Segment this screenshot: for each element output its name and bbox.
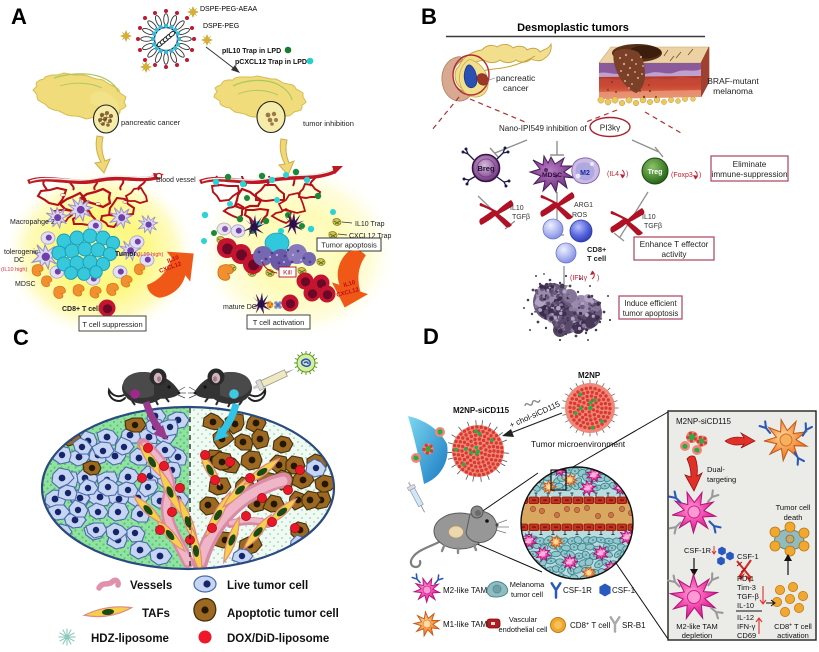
svg-text:melanoma: melanoma: [713, 86, 753, 96]
svg-text:(IFNγ: (IFNγ: [570, 275, 588, 282]
svg-text:Apoptotic tumor cell: Apoptotic tumor cell: [227, 608, 339, 620]
svg-text:CXCL12: CXCL12: [336, 287, 360, 299]
svg-text:DOX/DiD-liposome: DOX/DiD-liposome: [227, 633, 329, 645]
svg-text:CD8+ T cell: CD8+ T cell: [570, 621, 611, 630]
svg-text:Enhance T effector: Enhance T effector: [640, 240, 709, 249]
svg-text:(IL10 high): (IL10 high): [1, 267, 27, 273]
svg-text:M2-like TAM: M2-like TAM: [443, 586, 487, 595]
svg-text:DSPE-PEG-AEAA: DSPE-PEG-AEAA: [200, 6, 258, 13]
svg-text:tumor inhibition: tumor inhibition: [303, 119, 354, 128]
svg-text:Dual-: Dual-: [707, 465, 725, 474]
svg-text:death: death: [784, 513, 803, 522]
svg-text:Live tumor cell: Live tumor cell: [227, 580, 308, 592]
svg-text:Induce efficient: Induce efficient: [624, 299, 677, 308]
svg-text:IL-10: IL-10: [737, 601, 754, 610]
svg-text:CD69: CD69: [737, 631, 756, 640]
svg-text:M2-like TAM: M2-like TAM: [676, 622, 717, 631]
svg-text:activity: activity: [661, 250, 687, 259]
svg-text:tolerogenic: tolerogenic: [4, 249, 39, 256]
svg-text:): ): [626, 171, 628, 178]
svg-text:M1-like TAM: M1-like TAM: [443, 620, 487, 629]
svg-text:Vascular: Vascular: [509, 615, 538, 624]
svg-text:IL10: IL10: [510, 205, 524, 212]
svg-text:T cell activation: T cell activation: [253, 318, 305, 327]
svg-text:Desmoplastic tumors: Desmoplastic tumors: [517, 22, 629, 34]
svg-text:T cell suppression: T cell suppression: [82, 320, 142, 329]
svg-text:TGF-β: TGF-β: [737, 592, 759, 601]
svg-text:Vessels: Vessels: [130, 580, 172, 592]
svg-text:M2NP-siCD115: M2NP-siCD115: [453, 406, 510, 415]
svg-text:(Foxp3: (Foxp3: [671, 172, 693, 179]
svg-text:M2: M2: [580, 170, 590, 177]
svg-text:CSF-1R: CSF-1R: [684, 546, 712, 555]
svg-text:immune-suppression: immune-suppression: [712, 170, 788, 179]
svg-text:Tumor: Tumor: [115, 251, 137, 258]
svg-text:M2NP: M2NP: [578, 371, 601, 380]
svg-text:HDZ-liposome: HDZ-liposome: [91, 633, 169, 645]
svg-text:CSF-1R: CSF-1R: [563, 586, 592, 595]
svg-text:DSPE-PEG: DSPE-PEG: [203, 23, 239, 30]
svg-text:tumor apoptosis: tumor apoptosis: [623, 309, 679, 318]
svg-text:Melanoma: Melanoma: [510, 580, 545, 589]
svg-text:PD-1: PD-1: [737, 574, 754, 583]
svg-text:CD8+ T cell: CD8+ T cell: [774, 622, 812, 631]
svg-text:+ chol-siCD115: + chol-siCD115: [508, 399, 562, 430]
svg-text:TAFs: TAFs: [142, 608, 170, 620]
svg-text:pCXCL12 Trap in LPD: pCXCL12 Trap in LPD: [235, 59, 307, 66]
svg-text:IL10: IL10: [167, 255, 181, 265]
svg-text:pancreatic: pancreatic: [496, 73, 536, 83]
svg-text:MDSC: MDSC: [542, 172, 562, 179]
svg-text:IL10 Trap: IL10 Trap: [355, 221, 385, 228]
svg-text:Tumor microenvironment: Tumor microenvironment: [531, 439, 626, 449]
svg-text:CD8+ T cell: CD8+ T cell: [62, 306, 100, 313]
svg-text:SR-B1: SR-B1: [622, 621, 646, 630]
svg-text:): ): [699, 172, 701, 179]
svg-text:endothelial cell: endothelial cell: [499, 625, 548, 634]
svg-text:Treg: Treg: [648, 169, 663, 176]
svg-text:C: C: [13, 325, 29, 350]
svg-text:T cell: T cell: [587, 254, 606, 263]
svg-text:mature DC: mature DC: [223, 304, 257, 311]
svg-text:ARG1: ARG1: [574, 202, 593, 209]
svg-text:): ): [597, 275, 599, 282]
svg-text:IFN-γ: IFN-γ: [737, 622, 756, 631]
svg-text:A: A: [11, 4, 27, 29]
svg-text:MDSC: MDSC: [15, 281, 36, 288]
svg-text:Tim-3: Tim-3: [737, 583, 756, 592]
svg-text:BRAF-mutant: BRAF-mutant: [707, 76, 759, 86]
svg-text:cancer: cancer: [503, 83, 529, 93]
svg-text:(IL4: (IL4: [607, 171, 619, 178]
svg-text:TGFβ: TGFβ: [644, 223, 662, 230]
svg-text:CXCL12 Trap: CXCL12 Trap: [349, 233, 392, 240]
svg-text:Tumor cell: Tumor cell: [776, 503, 811, 512]
svg-text:D: D: [423, 324, 439, 349]
svg-text:CD8+: CD8+: [587, 245, 607, 254]
svg-text:CSF-1: CSF-1: [612, 586, 636, 595]
svg-text:IL10: IL10: [642, 214, 656, 221]
svg-text:Tumor apoptosis: Tumor apoptosis: [321, 241, 377, 250]
svg-text:DC: DC: [14, 257, 24, 264]
svg-text:M2NP-siCD115: M2NP-siCD115: [676, 417, 732, 426]
svg-text:activation: activation: [777, 631, 809, 640]
svg-text:tumor cell: tumor cell: [511, 590, 543, 599]
svg-text:TGFβ: TGFβ: [512, 214, 530, 221]
svg-text:targeting: targeting: [707, 475, 736, 484]
svg-text:(IL10 high): (IL10 high): [137, 252, 163, 258]
svg-text:IL10: IL10: [343, 280, 357, 289]
svg-text:Nano-IPI549 inhibition of: Nano-IPI549 inhibition of: [499, 124, 587, 133]
svg-text:CSF-1: CSF-1: [737, 552, 759, 561]
svg-text:Breg: Breg: [477, 164, 495, 173]
svg-text:Blood vessel: Blood vessel: [156, 177, 196, 184]
svg-text:Eliminate: Eliminate: [733, 160, 767, 169]
svg-text:PI3kγ: PI3kγ: [600, 124, 621, 133]
svg-text:ROS: ROS: [572, 212, 588, 219]
svg-text:pancreatic cancer: pancreatic cancer: [121, 118, 181, 127]
svg-text:depletion: depletion: [682, 631, 712, 640]
svg-text:B: B: [421, 4, 437, 29]
svg-text:pIL10 Trap in LPD: pIL10 Trap in LPD: [222, 48, 281, 55]
svg-text:Kill: Kill: [283, 270, 292, 277]
svg-text:IL-12: IL-12: [737, 613, 754, 622]
svg-text:Macropahge 2: Macropahge 2: [10, 219, 55, 226]
